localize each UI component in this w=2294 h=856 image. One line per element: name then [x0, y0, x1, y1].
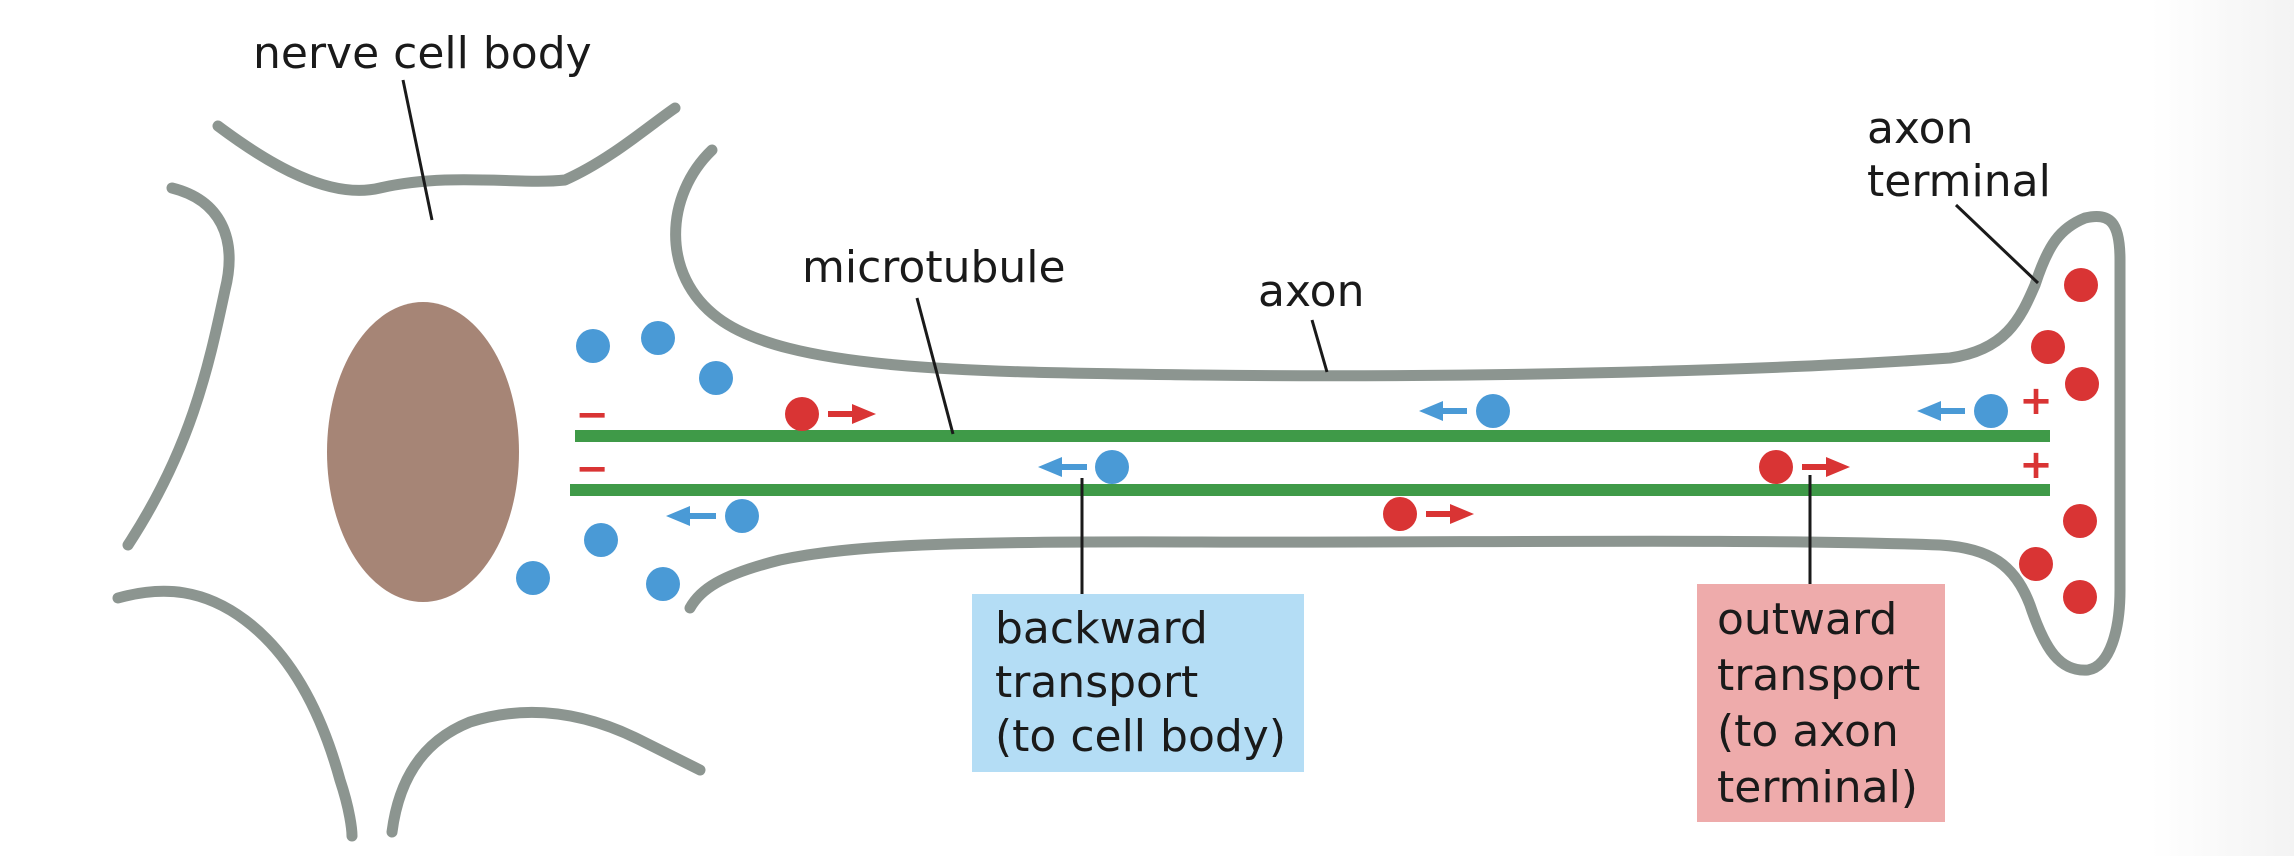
outward-transport-line3: (to axon [1717, 706, 1899, 757]
nucleus [327, 302, 519, 602]
backward-cargo [516, 321, 2008, 601]
plus-end-bottom: + [2019, 442, 2053, 488]
cell-body-label: nerve cell body [253, 28, 592, 79]
outward-cargo-dot [2063, 580, 2097, 614]
right-arrow-icon [1802, 457, 1850, 477]
microtubules [570, 430, 2050, 496]
outward-cargo-dot [2065, 367, 2099, 401]
backward-cargo-dot [584, 523, 618, 557]
outward-transport-line1: outward [1717, 594, 1897, 645]
backward-cargo-dot [1974, 394, 2008, 428]
backward-transport-line2: transport [995, 657, 1198, 708]
minus-end-top: − [575, 392, 609, 438]
backward-cargo-dot [516, 561, 550, 595]
backward-transport-line1: backward [995, 603, 1208, 654]
left-arrow-icon [1917, 401, 1965, 421]
edge-shade [2150, 0, 2294, 856]
cell-membrane [112, 102, 2126, 842]
left-arrow-icon [1038, 457, 1087, 477]
leader-axon [1310, 319, 1329, 373]
outward-transport-line2: transport [1717, 650, 1920, 701]
polarity-signs: − − + + [575, 378, 2053, 492]
outward-cargo [785, 268, 2099, 614]
outward-cargo-dot [2019, 547, 2053, 581]
membrane-left-side [122, 182, 235, 551]
backward-cargo-dot [576, 329, 610, 363]
outward-cargo-dot [2031, 330, 2065, 364]
leader-lines [401, 79, 2040, 594]
axon-terminal-label-line2: terminal [1867, 156, 2051, 207]
outward-cargo-dot [1759, 450, 1793, 484]
microtubule-label: microtubule [802, 242, 1066, 293]
outward-transport-line4: terminal) [1717, 762, 1918, 813]
backward-transport-line3: (to cell body) [995, 711, 1286, 762]
left-arrow-icon [666, 506, 716, 526]
leader-microtubule [915, 297, 955, 435]
plus-end-top: + [2019, 378, 2053, 424]
outward-cargo-dot [1383, 497, 1417, 531]
outward-cargo-dot [2064, 268, 2098, 302]
minus-end-bottom: − [575, 446, 609, 492]
outward-cargo-dot [785, 397, 819, 431]
membrane-bottom-middle [386, 706, 706, 838]
axon-label: axon [1258, 266, 1364, 317]
backward-transport-box [972, 594, 1304, 772]
leader-cell-body [401, 79, 434, 221]
backward-cargo-dot [641, 321, 675, 355]
right-arrow-icon [1426, 504, 1474, 524]
backward-cargo-dot [646, 567, 680, 601]
backward-cargo-dot [699, 361, 733, 395]
right-arrow-icon [828, 404, 876, 424]
backward-cargo-dot [725, 499, 759, 533]
backward-arrows [666, 401, 1965, 526]
backward-cargo-dot [1476, 394, 1510, 428]
backward-cargo-dot [1095, 450, 1129, 484]
outward-transport-box [1697, 584, 1945, 822]
membrane-bottom-left [112, 585, 358, 842]
leader-axon-terminal [1954, 203, 2040, 285]
axon-terminal-label-line1: axon [1867, 103, 1973, 154]
left-arrow-icon [1419, 401, 1467, 421]
outward-cargo-dot [2063, 504, 2097, 538]
membrane-top-left [212, 102, 681, 196]
axon-membrane-top [670, 144, 2126, 676]
outward-arrows [828, 404, 1850, 524]
